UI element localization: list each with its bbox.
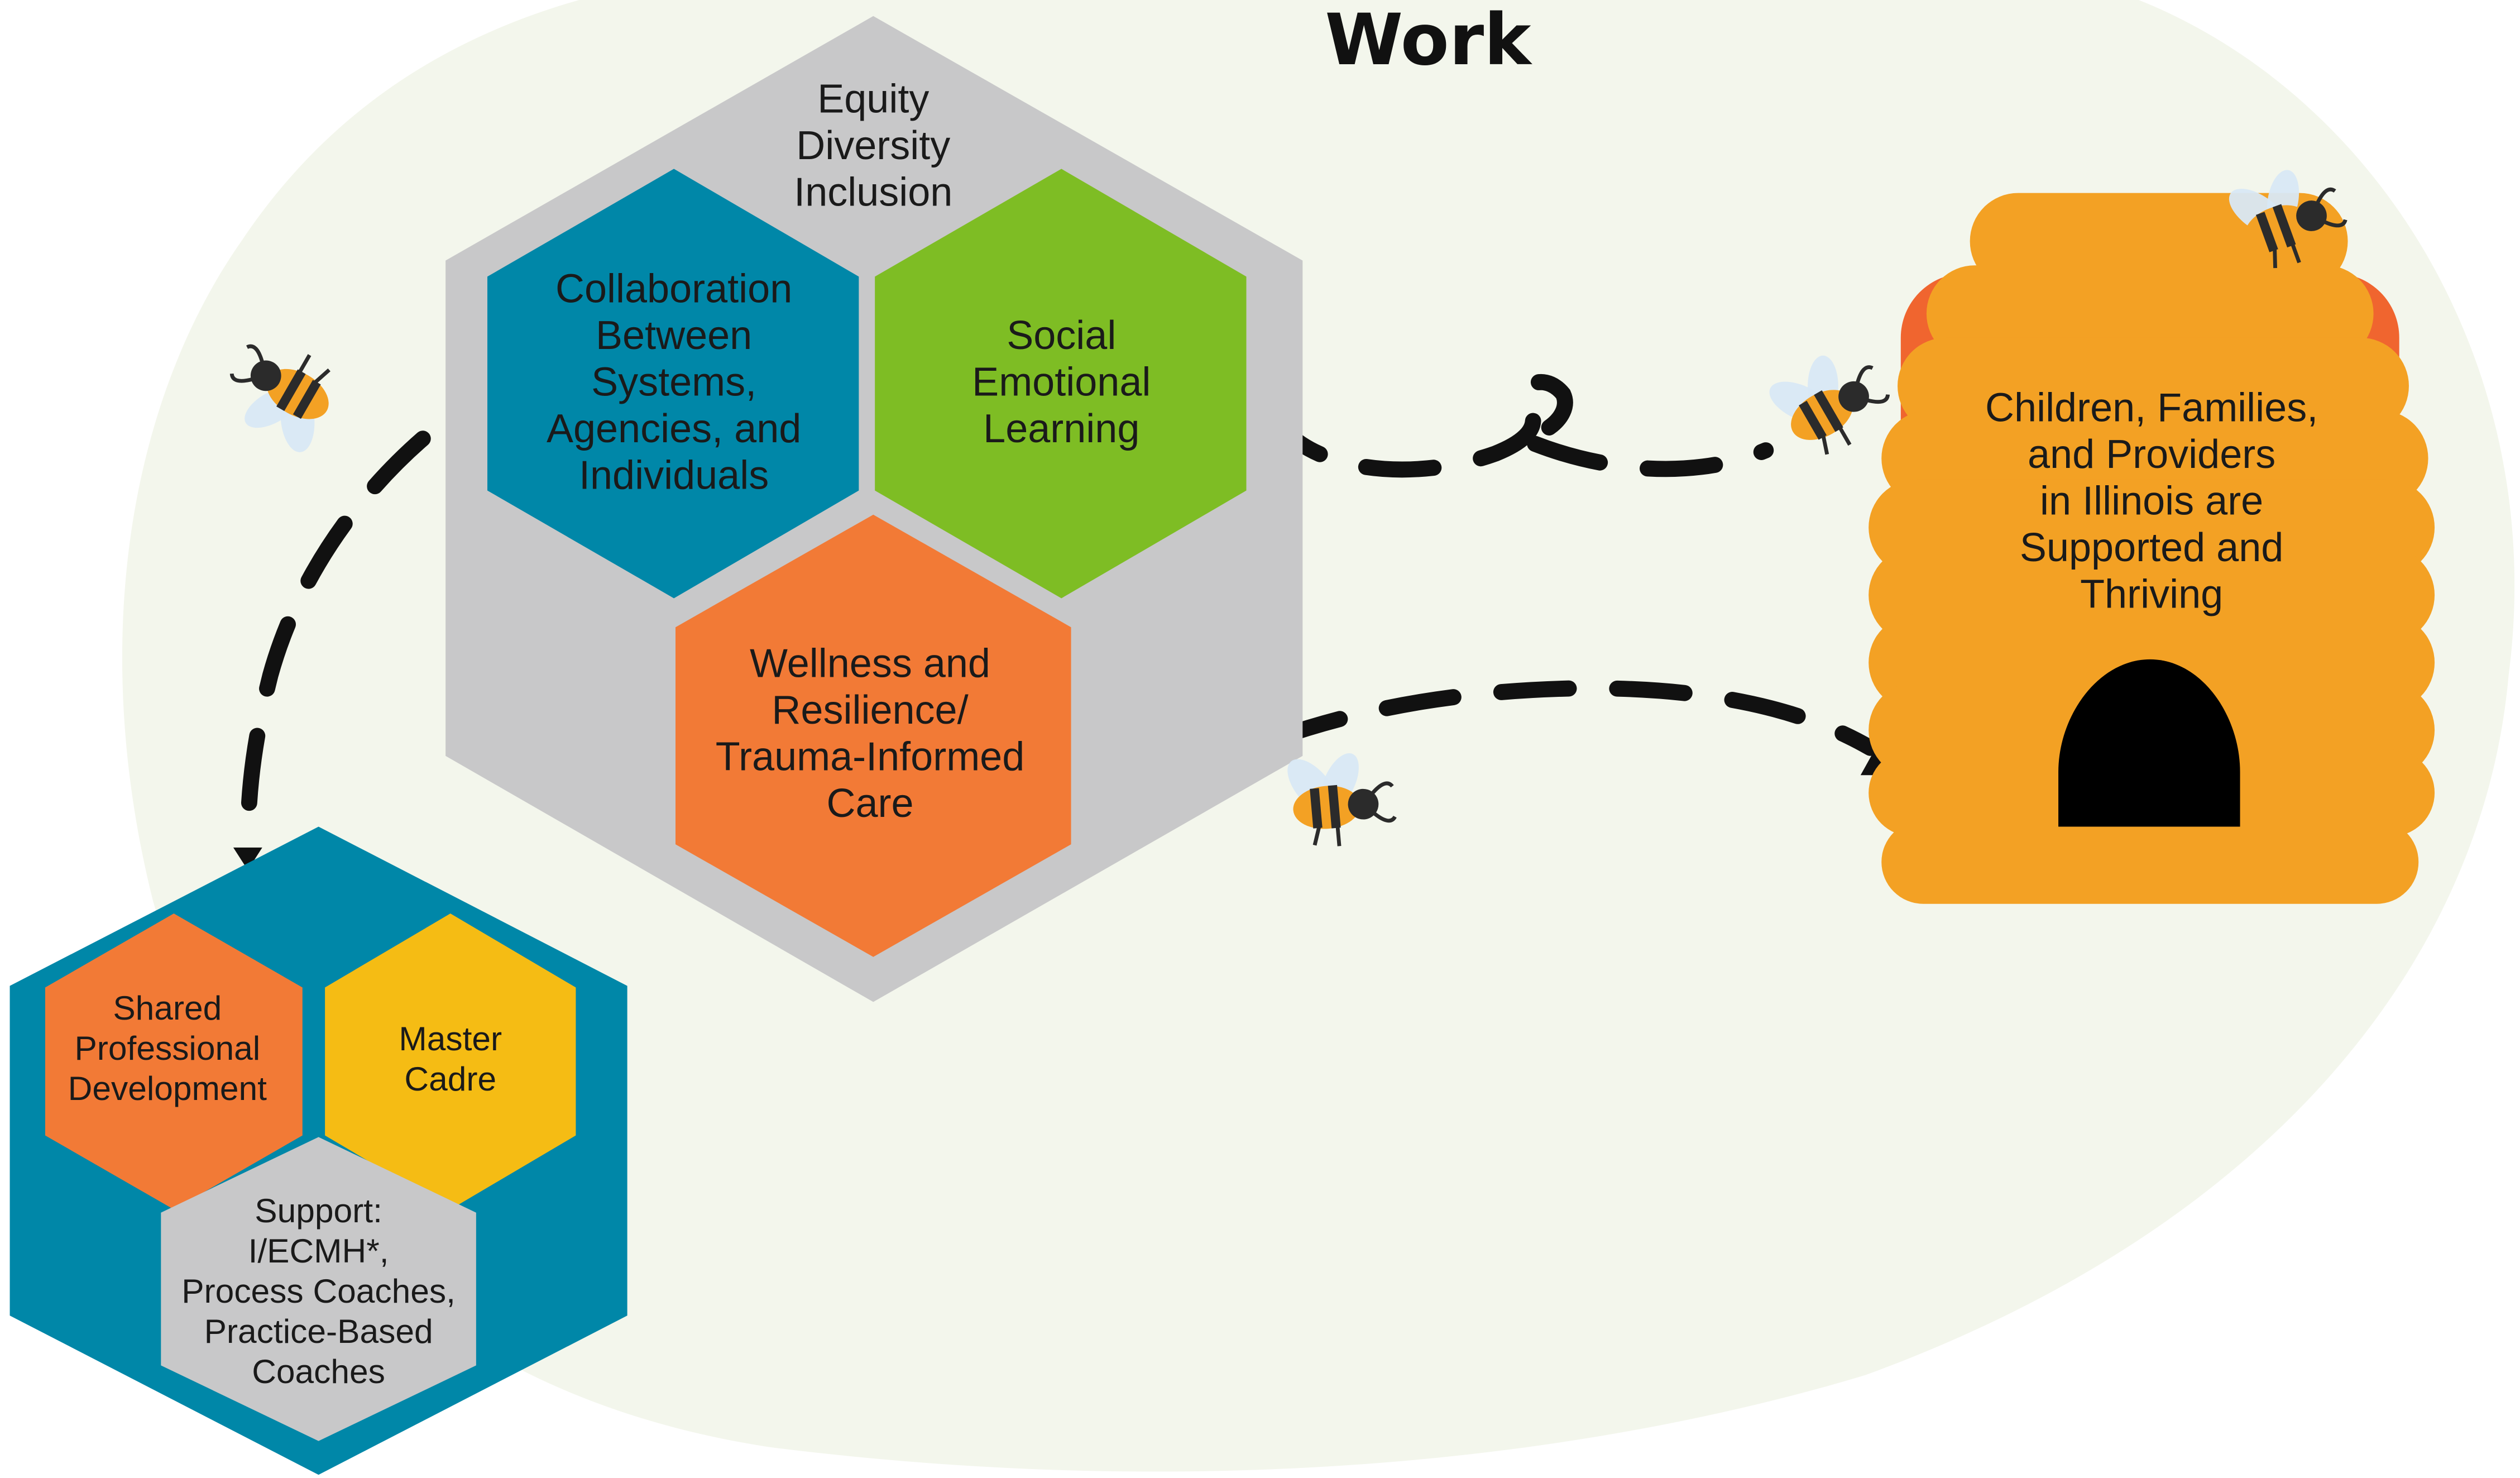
collaboration-label-line: Systems,: [591, 360, 756, 405]
collaboration-label-line: Between: [596, 313, 752, 358]
sel-label-line: Learning: [983, 406, 1139, 451]
path-to-bee: [1262, 374, 1774, 478]
wellness-label-line: Wellness and: [750, 642, 990, 686]
support-label-line: I/ECMH*,: [248, 1232, 389, 1270]
hive-label-line: Supported and: [2020, 525, 2283, 570]
hive-label-line: Thriving: [2080, 572, 2223, 617]
wellness-label-line: Resilience/: [772, 688, 968, 733]
hive-base: [1881, 820, 2419, 904]
diagram-title: Work: [1325, 0, 1532, 81]
master-cadre-label-line: Master: [399, 1020, 502, 1058]
master-cadre-label-line: Cadre: [404, 1060, 496, 1098]
hive-band-2: [1926, 265, 2374, 362]
shared-pd-label-line: Shared: [113, 989, 222, 1027]
support-label: Support:I/ECMH*,Process Coaches,Practice…: [181, 1192, 456, 1390]
sel-hexagon: [875, 169, 1247, 599]
sel-label-line: Social: [1007, 313, 1116, 358]
support-label-line: Support:: [255, 1192, 382, 1230]
hive-door: [2058, 659, 2240, 827]
hive-label-line: in Illinois are: [2040, 479, 2263, 524]
wellness-label-line: Trauma-Informed: [716, 735, 1025, 779]
collaboration-label-line: Individuals: [579, 453, 769, 498]
shared-pd-label-line: Professional: [74, 1029, 260, 1067]
hive-label-line: Children, Families,: [1985, 386, 2318, 431]
master-cadre-hexagon: [325, 913, 576, 1209]
path-to-support: [239, 365, 526, 858]
wellness-label-line: Care: [826, 781, 913, 826]
support-label-line: Coaches: [252, 1352, 385, 1390]
collaboration-label-line: Collaboration: [555, 266, 792, 311]
equity-label-line: Inclusion: [794, 170, 952, 215]
hive-band-3: [1898, 337, 2409, 434]
hive-label-line: and Providers: [2028, 432, 2275, 477]
support-label-line: Practice-Based: [204, 1312, 433, 1350]
equity-label-line: Equity: [817, 77, 929, 122]
support-hexagon: [161, 1137, 476, 1441]
arrowhead-icon: [233, 847, 262, 870]
wellness-hexagon: [675, 514, 1071, 957]
support-label-line: Process Coaches,: [181, 1272, 456, 1310]
shared-pd-label-line: Development: [68, 1069, 267, 1107]
collaboration-label-line: Agencies, and: [547, 406, 801, 451]
sel-label-line: Emotional: [972, 360, 1151, 405]
equity-label-line: Diversity: [796, 123, 950, 168]
collaboration-hexagon: [487, 169, 859, 599]
shared-pd-hexagon: [45, 913, 303, 1209]
